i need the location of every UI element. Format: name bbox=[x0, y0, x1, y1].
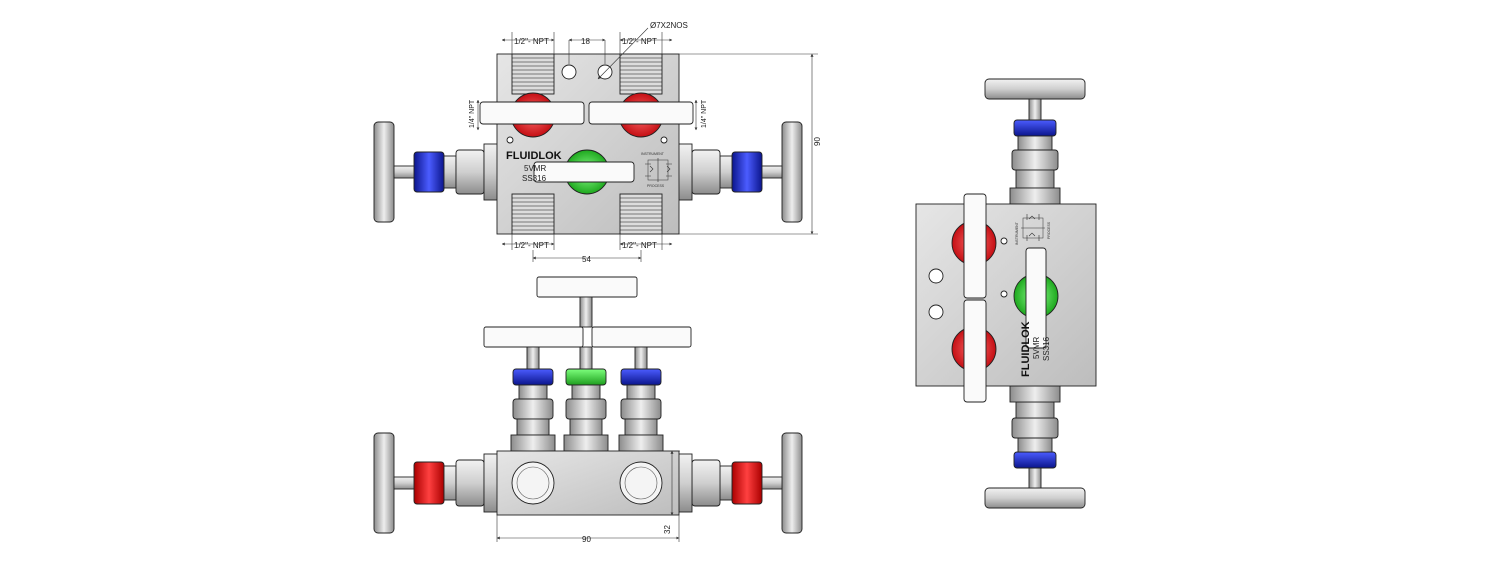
top-view: FLUIDLOK 5VMR SS316 INSTRUMENT PROCESS 1… bbox=[373, 21, 822, 264]
svg-text:INSTRUMENT: INSTRUMENT bbox=[641, 152, 665, 156]
svg-text:PROCESS: PROCESS bbox=[647, 184, 665, 188]
right-handwheel bbox=[781, 121, 803, 223]
right-blue-nut bbox=[731, 151, 763, 193]
front-handle-top bbox=[536, 276, 638, 298]
side-handle-top bbox=[963, 193, 987, 299]
handle-bar-left bbox=[479, 101, 585, 125]
dimensions-top: 1/2"- NPT 18 1/2"- NPT Ø7X2NOS 90 1/4" N… bbox=[469, 21, 822, 264]
front-left-red-nut bbox=[413, 461, 445, 505]
front-blue-nut-right bbox=[620, 368, 662, 386]
front-left-handwheel bbox=[373, 432, 395, 534]
side-handle-center bbox=[1025, 247, 1047, 349]
left-handwheel bbox=[373, 121, 395, 223]
left-blue-nut bbox=[413, 151, 445, 193]
brand-label-top: FLUIDLOK bbox=[506, 150, 562, 162]
svg-text:PROCESS: PROCESS bbox=[1047, 221, 1051, 239]
flow-schematic-side: INSTRUMENT PROCESS bbox=[1015, 214, 1051, 245]
dim-32: 32 bbox=[663, 525, 672, 534]
material-label-side: SS316 bbox=[1042, 336, 1051, 361]
dim-90-front: 90 bbox=[582, 535, 591, 544]
side-top-blue-nut bbox=[1013, 119, 1057, 137]
front-right-handwheel bbox=[781, 432, 803, 534]
front-view: 90 32 bbox=[373, 276, 803, 544]
front-green-nut bbox=[565, 368, 607, 386]
front-blue-nut-left bbox=[512, 368, 554, 386]
dimensions-front: 90 32 bbox=[496, 450, 680, 544]
side-top-handwheel bbox=[984, 78, 1086, 100]
front-port-right bbox=[619, 461, 663, 505]
model-label-top: 5VMR bbox=[524, 164, 546, 173]
model-label-side: 5VMR bbox=[1032, 337, 1041, 359]
front-handle-left bbox=[483, 326, 584, 348]
hole-callout: Ø7X2NOS bbox=[650, 21, 688, 30]
npt-half-top-left: 1/2"- NPT bbox=[514, 37, 549, 46]
dim-90-height: 90 bbox=[813, 137, 822, 146]
npt-quarter-right: 1/4" NPT bbox=[701, 99, 708, 128]
mount-hole-1 bbox=[561, 64, 577, 80]
svg-text:INSTRUMENT: INSTRUMENT bbox=[1015, 221, 1019, 245]
material-label-top: SS316 bbox=[522, 174, 547, 183]
npt-half-bottom-right: 1/2"- NPT bbox=[622, 241, 657, 250]
brand-label-side: FLUIDLOK bbox=[1020, 321, 1032, 377]
side-view: FLUIDLOK 5VMR SS316 INSTRUMENT PROCESS bbox=[915, 78, 1097, 509]
front-port-left bbox=[511, 461, 555, 505]
npt-half-bottom-left: 1/2"- NPT bbox=[514, 241, 549, 250]
front-handle-right bbox=[591, 326, 692, 348]
flow-schematic-top: INSTRUMENT PROCESS bbox=[641, 152, 672, 188]
side-mount-hole-1 bbox=[928, 268, 944, 284]
side-bottom-blue-nut bbox=[1013, 451, 1057, 469]
side-handle-bottom bbox=[963, 299, 987, 403]
side-mount-hole-2 bbox=[928, 304, 944, 320]
npt-half-top-right: 1/2"- NPT bbox=[622, 37, 657, 46]
npt-quarter-left: 1/4" NPT bbox=[469, 99, 476, 128]
front-right-red-nut bbox=[731, 461, 763, 505]
handle-bar-center bbox=[533, 161, 635, 183]
dim-54: 54 bbox=[582, 255, 591, 264]
side-bottom-handwheel bbox=[984, 487, 1086, 509]
dim-18: 18 bbox=[581, 37, 590, 46]
handle-bar-right bbox=[588, 101, 694, 125]
